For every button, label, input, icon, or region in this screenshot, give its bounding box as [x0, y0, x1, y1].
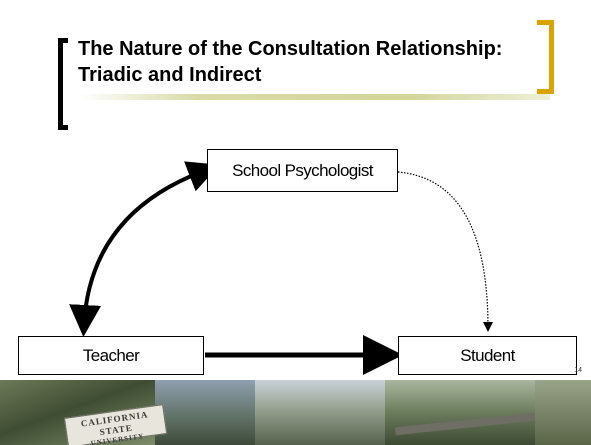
title-bracket-right	[537, 20, 554, 94]
node-student: Student	[398, 336, 577, 375]
page-number: 14	[574, 367, 582, 374]
arrow-psychologist-teacher	[69, 161, 220, 337]
campus-photo	[255, 380, 385, 445]
node-school-psychologist: School Psychologist	[207, 149, 398, 192]
title-bracket-left	[58, 38, 68, 130]
arrow-psychologist-student	[397, 171, 493, 332]
campus-photo	[535, 380, 591, 445]
node-teacher: Teacher	[18, 336, 204, 375]
campus-photo	[155, 380, 255, 445]
campus-photo	[385, 380, 535, 445]
title-underline	[80, 94, 550, 100]
slide-title: The Nature of the Consultation Relations…	[78, 38, 503, 86]
